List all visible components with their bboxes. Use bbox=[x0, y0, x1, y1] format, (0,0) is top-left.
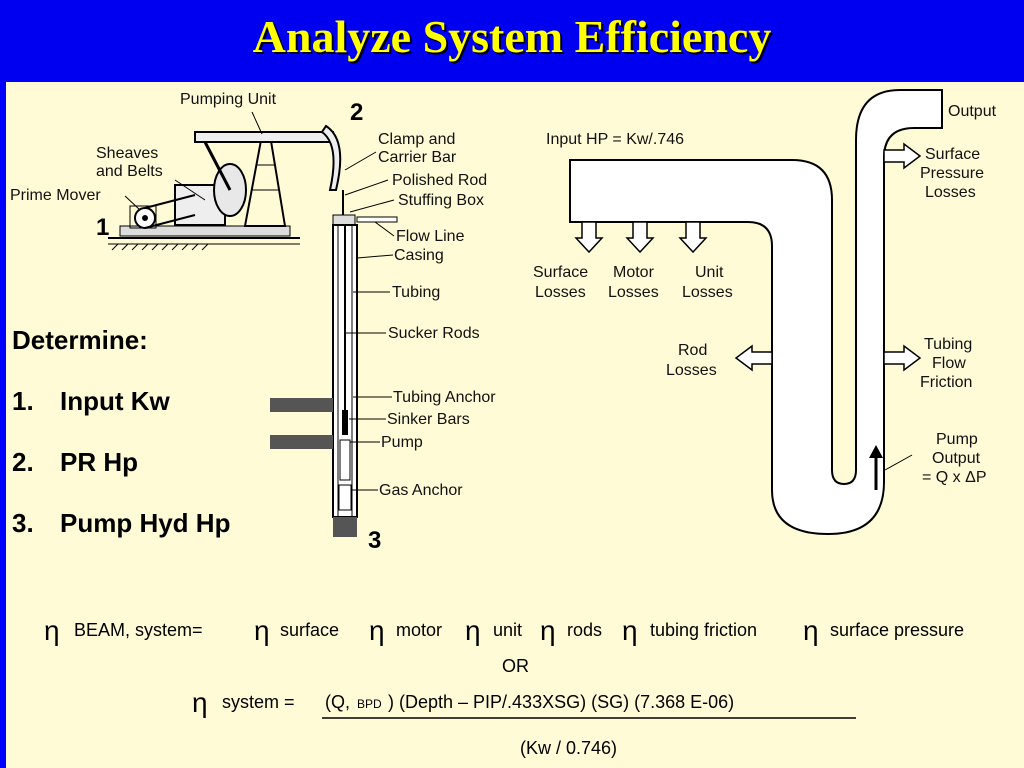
marker-1: 1 bbox=[96, 214, 109, 241]
formula-term: unit bbox=[493, 620, 522, 640]
label-rod-losses-2: Losses bbox=[666, 362, 717, 379]
slide-title: Analyze System Efficiency bbox=[252, 11, 772, 62]
label-flow-line: Flow Line bbox=[396, 228, 465, 245]
formula-bpd: BPD bbox=[357, 697, 382, 711]
formula-term: surface bbox=[280, 620, 339, 640]
label-pump-output-3: = Q x ΔP bbox=[922, 469, 986, 486]
label-gas-anchor: Gas Anchor bbox=[379, 482, 463, 499]
label-input-hp: Input HP = Kw/.746 bbox=[546, 131, 684, 148]
eta-symbol: η bbox=[44, 615, 60, 646]
eta-symbol: η bbox=[254, 615, 270, 646]
label-clamp-2: Carrier Bar bbox=[378, 149, 457, 166]
determine-item: 3. Pump Hyd Hp bbox=[12, 493, 230, 554]
determine-item: 2. PR Hp bbox=[12, 432, 230, 493]
eta-symbol: η bbox=[622, 615, 638, 646]
label-surface-losses-2: Losses bbox=[535, 284, 586, 301]
label-sinker-bars: Sinker Bars bbox=[387, 411, 470, 428]
label-pump-output-2: Output bbox=[932, 450, 981, 467]
eta-symbol: η bbox=[465, 615, 481, 646]
item-text: Pump Hyd Hp bbox=[60, 508, 231, 538]
label-clamp-1: Clamp and bbox=[378, 131, 455, 148]
label-surface-pressure-1: Surface bbox=[925, 146, 980, 163]
formula-term: rods bbox=[567, 620, 602, 640]
label-surface-pressure-2: Pressure bbox=[920, 165, 984, 182]
eta-symbol: η bbox=[540, 615, 556, 646]
label-output: Output bbox=[948, 103, 997, 120]
label-tubing-friction-3: Friction bbox=[920, 374, 972, 391]
label-tubing-anchor: Tubing Anchor bbox=[393, 389, 496, 406]
title-bar: Analyze System Efficiency bbox=[0, 0, 1024, 80]
eta-symbol: η bbox=[803, 615, 819, 646]
formula-q: (Q, bbox=[325, 692, 350, 712]
label-stuffing-box: Stuffing Box bbox=[398, 192, 484, 209]
formula-term: surface pressure bbox=[830, 620, 964, 640]
label-tubing-friction-2: Flow bbox=[932, 355, 966, 372]
label-pump-output-1: Pump bbox=[936, 431, 978, 448]
formula-or: OR bbox=[502, 656, 529, 676]
label-prime-mover: Prime Mover bbox=[10, 187, 101, 204]
formula-denominator: (Kw / 0.746) bbox=[520, 738, 617, 758]
label-casing: Casing bbox=[394, 247, 444, 264]
item-text: PR Hp bbox=[60, 447, 138, 477]
eta-symbol: η bbox=[369, 615, 385, 646]
item-number: 1. bbox=[12, 386, 34, 416]
determine-item: 1. Input Kw bbox=[12, 371, 230, 432]
formula-lhs: system = bbox=[222, 692, 295, 712]
label-surface-pressure-3: Losses bbox=[925, 184, 976, 201]
label-sheaves-1: Sheaves bbox=[96, 145, 158, 162]
label-sheaves-2: and Belts bbox=[96, 163, 163, 180]
label-rod-losses-1: Rod bbox=[678, 342, 707, 359]
formula-term: tubing friction bbox=[650, 620, 757, 640]
label-sucker-rods: Sucker Rods bbox=[388, 325, 480, 342]
label-polished-rod: Polished Rod bbox=[392, 172, 487, 189]
marker-2: 2 bbox=[350, 99, 363, 126]
label-tubing: Tubing bbox=[392, 284, 440, 301]
marker-3: 3 bbox=[368, 527, 381, 554]
label-motor-losses-2: Losses bbox=[608, 284, 659, 301]
label-motor-losses-1: Motor bbox=[613, 264, 655, 281]
label-tubing-friction-1: Tubing bbox=[924, 336, 972, 353]
eta-symbol: η bbox=[192, 687, 208, 718]
formula-term: BEAM, system= bbox=[74, 620, 203, 640]
determine-list: Determine: 1. Input Kw 2. PR Hp 3. Pump Hyd… bbox=[12, 310, 230, 554]
item-number: 3. bbox=[12, 508, 34, 538]
label-pump: Pump bbox=[381, 434, 423, 451]
label-pumping-unit: Pumping Unit bbox=[180, 91, 277, 108]
label-unit-losses-1: Unit bbox=[695, 264, 724, 281]
item-text: Input Kw bbox=[60, 386, 170, 416]
label-surface-losses-1: Surface bbox=[533, 264, 588, 281]
determine-heading: Determine: bbox=[12, 325, 148, 355]
formula-numerator: ) (Depth – PIP/.433XSG) (SG) (7.368 E-06… bbox=[388, 692, 734, 712]
formula-term: motor bbox=[396, 620, 442, 640]
label-unit-losses-2: Losses bbox=[682, 284, 733, 301]
item-number: 2. bbox=[12, 447, 34, 477]
